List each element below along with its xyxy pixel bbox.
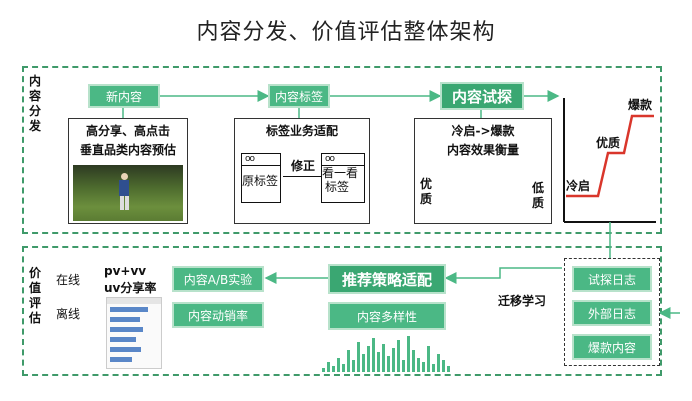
prediction-card: 高分享、高点击 垂直品类内容预估 [68, 118, 188, 224]
stair-cold-label: 冷启 [566, 179, 591, 193]
diversity-bar [397, 340, 400, 372]
new-content-box: 新内容 [88, 84, 160, 108]
diversity-bar [352, 360, 355, 372]
diversity-bar [417, 358, 420, 372]
high-quality-label: 优质 [419, 177, 432, 206]
low-quality-label: 低质 [531, 181, 544, 210]
diversity-bar [342, 364, 345, 372]
hit-content-box: 爆款内容 [572, 334, 652, 360]
diversity-bar [362, 354, 365, 372]
diversity-bar [447, 366, 450, 372]
fix-label: 修正 [291, 159, 316, 173]
golf-photo [73, 165, 183, 221]
offline-label: 离线 [56, 307, 81, 321]
cold-to-hit-title: 冷启->爆款 [451, 124, 515, 138]
online-label: 在线 [56, 273, 81, 287]
transfer-learning-label: 迁移学习 [498, 294, 547, 308]
diversity-bar [377, 352, 380, 372]
original-tag-box: oo 原标签 [241, 153, 281, 203]
diversity-bar [432, 364, 435, 372]
growth-staircase [566, 114, 654, 198]
kankan-tag-box: oo 看一看 标签 [321, 153, 365, 203]
diversity-bar [422, 362, 425, 372]
fix-arrow [283, 176, 331, 177]
diversity-bar [347, 350, 350, 372]
diversity-bar [357, 342, 360, 372]
diversity-bar [327, 362, 330, 372]
diversity-bar [407, 336, 410, 372]
diversity-bar [437, 354, 440, 372]
diversity-bar [412, 350, 415, 372]
diversity-box: 内容多样性 [328, 302, 446, 330]
diversity-bar [382, 344, 385, 372]
metric-line2: uv分享率 [104, 281, 157, 295]
diversity-bar-chart [322, 336, 450, 372]
prediction-card-line2: 垂直品类内容预估 [79, 143, 176, 157]
diversity-bar [337, 358, 340, 372]
stair-hit-label: 爆款 [628, 98, 653, 112]
diversity-bar [427, 346, 430, 372]
distribution-side-label: 内容 分发 [28, 74, 41, 133]
ab-test-box: 内容A/B实验 [172, 266, 264, 292]
diversity-bar [442, 360, 445, 372]
effect-measure-subtitle: 内容效果衡量 [446, 143, 519, 157]
diversity-bar [332, 366, 335, 372]
effect-measure-card: 冷启->爆款 内容效果衡量 优质 低质 [414, 118, 552, 224]
evaluation-side-label: 价值 评估 [28, 266, 41, 325]
metric-dashboard-thumbnail [106, 297, 162, 369]
stair-quality-label: 优质 [596, 136, 621, 150]
external-log-box: 外部日志 [572, 300, 652, 326]
content-tag-box: 内容标签 [268, 84, 330, 108]
diversity-bar [322, 368, 325, 372]
tag-adaptation-card: 标签业务适配 oo 原标签 修正 oo 看一看 标签 [234, 118, 370, 224]
strategy-adaptation-box: 推荐策略适配 [328, 264, 446, 294]
diversity-bar [402, 360, 405, 372]
sales-rate-box: 内容动销率 [172, 302, 264, 328]
diversity-bar [372, 338, 375, 372]
logs-stack [564, 258, 660, 366]
content-probe-box: 内容试探 [440, 82, 524, 110]
tag-adaptation-title: 标签业务适配 [265, 124, 338, 138]
metric-line1: pv+vv [104, 264, 147, 278]
diversity-bar [392, 348, 395, 372]
page-title: 内容分发、价值评估整体架构 [196, 20, 496, 45]
diversity-bar [387, 356, 390, 372]
prediction-card-line1: 高分享、高点击 [85, 124, 170, 138]
distribution-section [22, 66, 662, 234]
probe-log-box: 试探日志 [572, 266, 652, 292]
diversity-bar [367, 346, 370, 372]
